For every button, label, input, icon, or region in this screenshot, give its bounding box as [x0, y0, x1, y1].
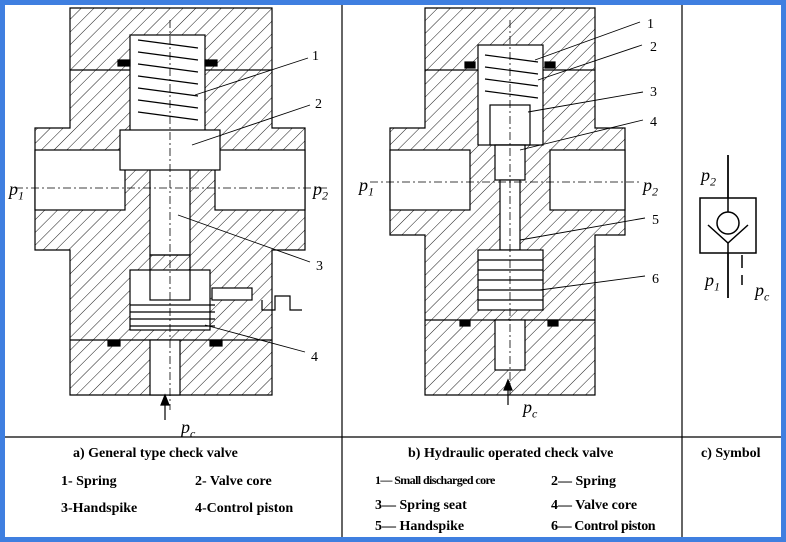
callout-a-3: 3 [316, 259, 323, 274]
diagram-drawing [5, 5, 781, 537]
general-check-valve-drawing [15, 7, 330, 420]
port-c-pc: pc [755, 280, 770, 304]
callout-a-2: 2 [315, 97, 322, 112]
legend-a-4: 4-Control piston [195, 501, 294, 516]
port-a-pc: pc [181, 417, 196, 441]
legend-b-2: 2— Spring [551, 474, 616, 489]
port-c-p1: p1 [705, 270, 720, 294]
port-a-p1: p1 [9, 179, 24, 203]
port-b-p2: p2 [643, 175, 658, 199]
caption-a: a) General type check valve [73, 446, 238, 461]
legend-b-5: 5— Handspike [375, 519, 465, 534]
legend-b-1: 1— Small discharged core [375, 473, 495, 487]
port-c-p2: p2 [701, 165, 716, 189]
check-valve-symbol [699, 155, 757, 298]
callout-b-5: 5 [652, 213, 659, 228]
callout-b-4: 4 [650, 115, 657, 130]
callout-a-1: 1 [312, 49, 319, 64]
port-b-pc: pc [523, 397, 538, 421]
callout-b-3: 3 [650, 85, 657, 100]
caption-b: b) Hydraulic operated check valve [408, 446, 614, 461]
callout-b-1: 1 [647, 17, 654, 32]
legend-a-1: 1- Spring [61, 474, 117, 489]
legend-b-3: 3— Spring seat [375, 498, 467, 513]
legend-b-4: 4— Valve core [551, 498, 638, 513]
legend-a-3: 3-Handspike [61, 501, 138, 516]
port-b-p1: p1 [359, 175, 374, 199]
legend-a-2: 2- Valve core [195, 474, 272, 489]
callout-b-6: 6 [652, 272, 659, 287]
callout-b-2: 2 [650, 40, 657, 55]
legend-b-6: 6— Control piston [551, 519, 656, 534]
hydraulic-check-valve-drawing [370, 7, 646, 405]
port-a-p2: p2 [313, 179, 328, 203]
callout-a-4: 4 [311, 350, 318, 365]
caption-c: c) Symbol [701, 446, 761, 461]
